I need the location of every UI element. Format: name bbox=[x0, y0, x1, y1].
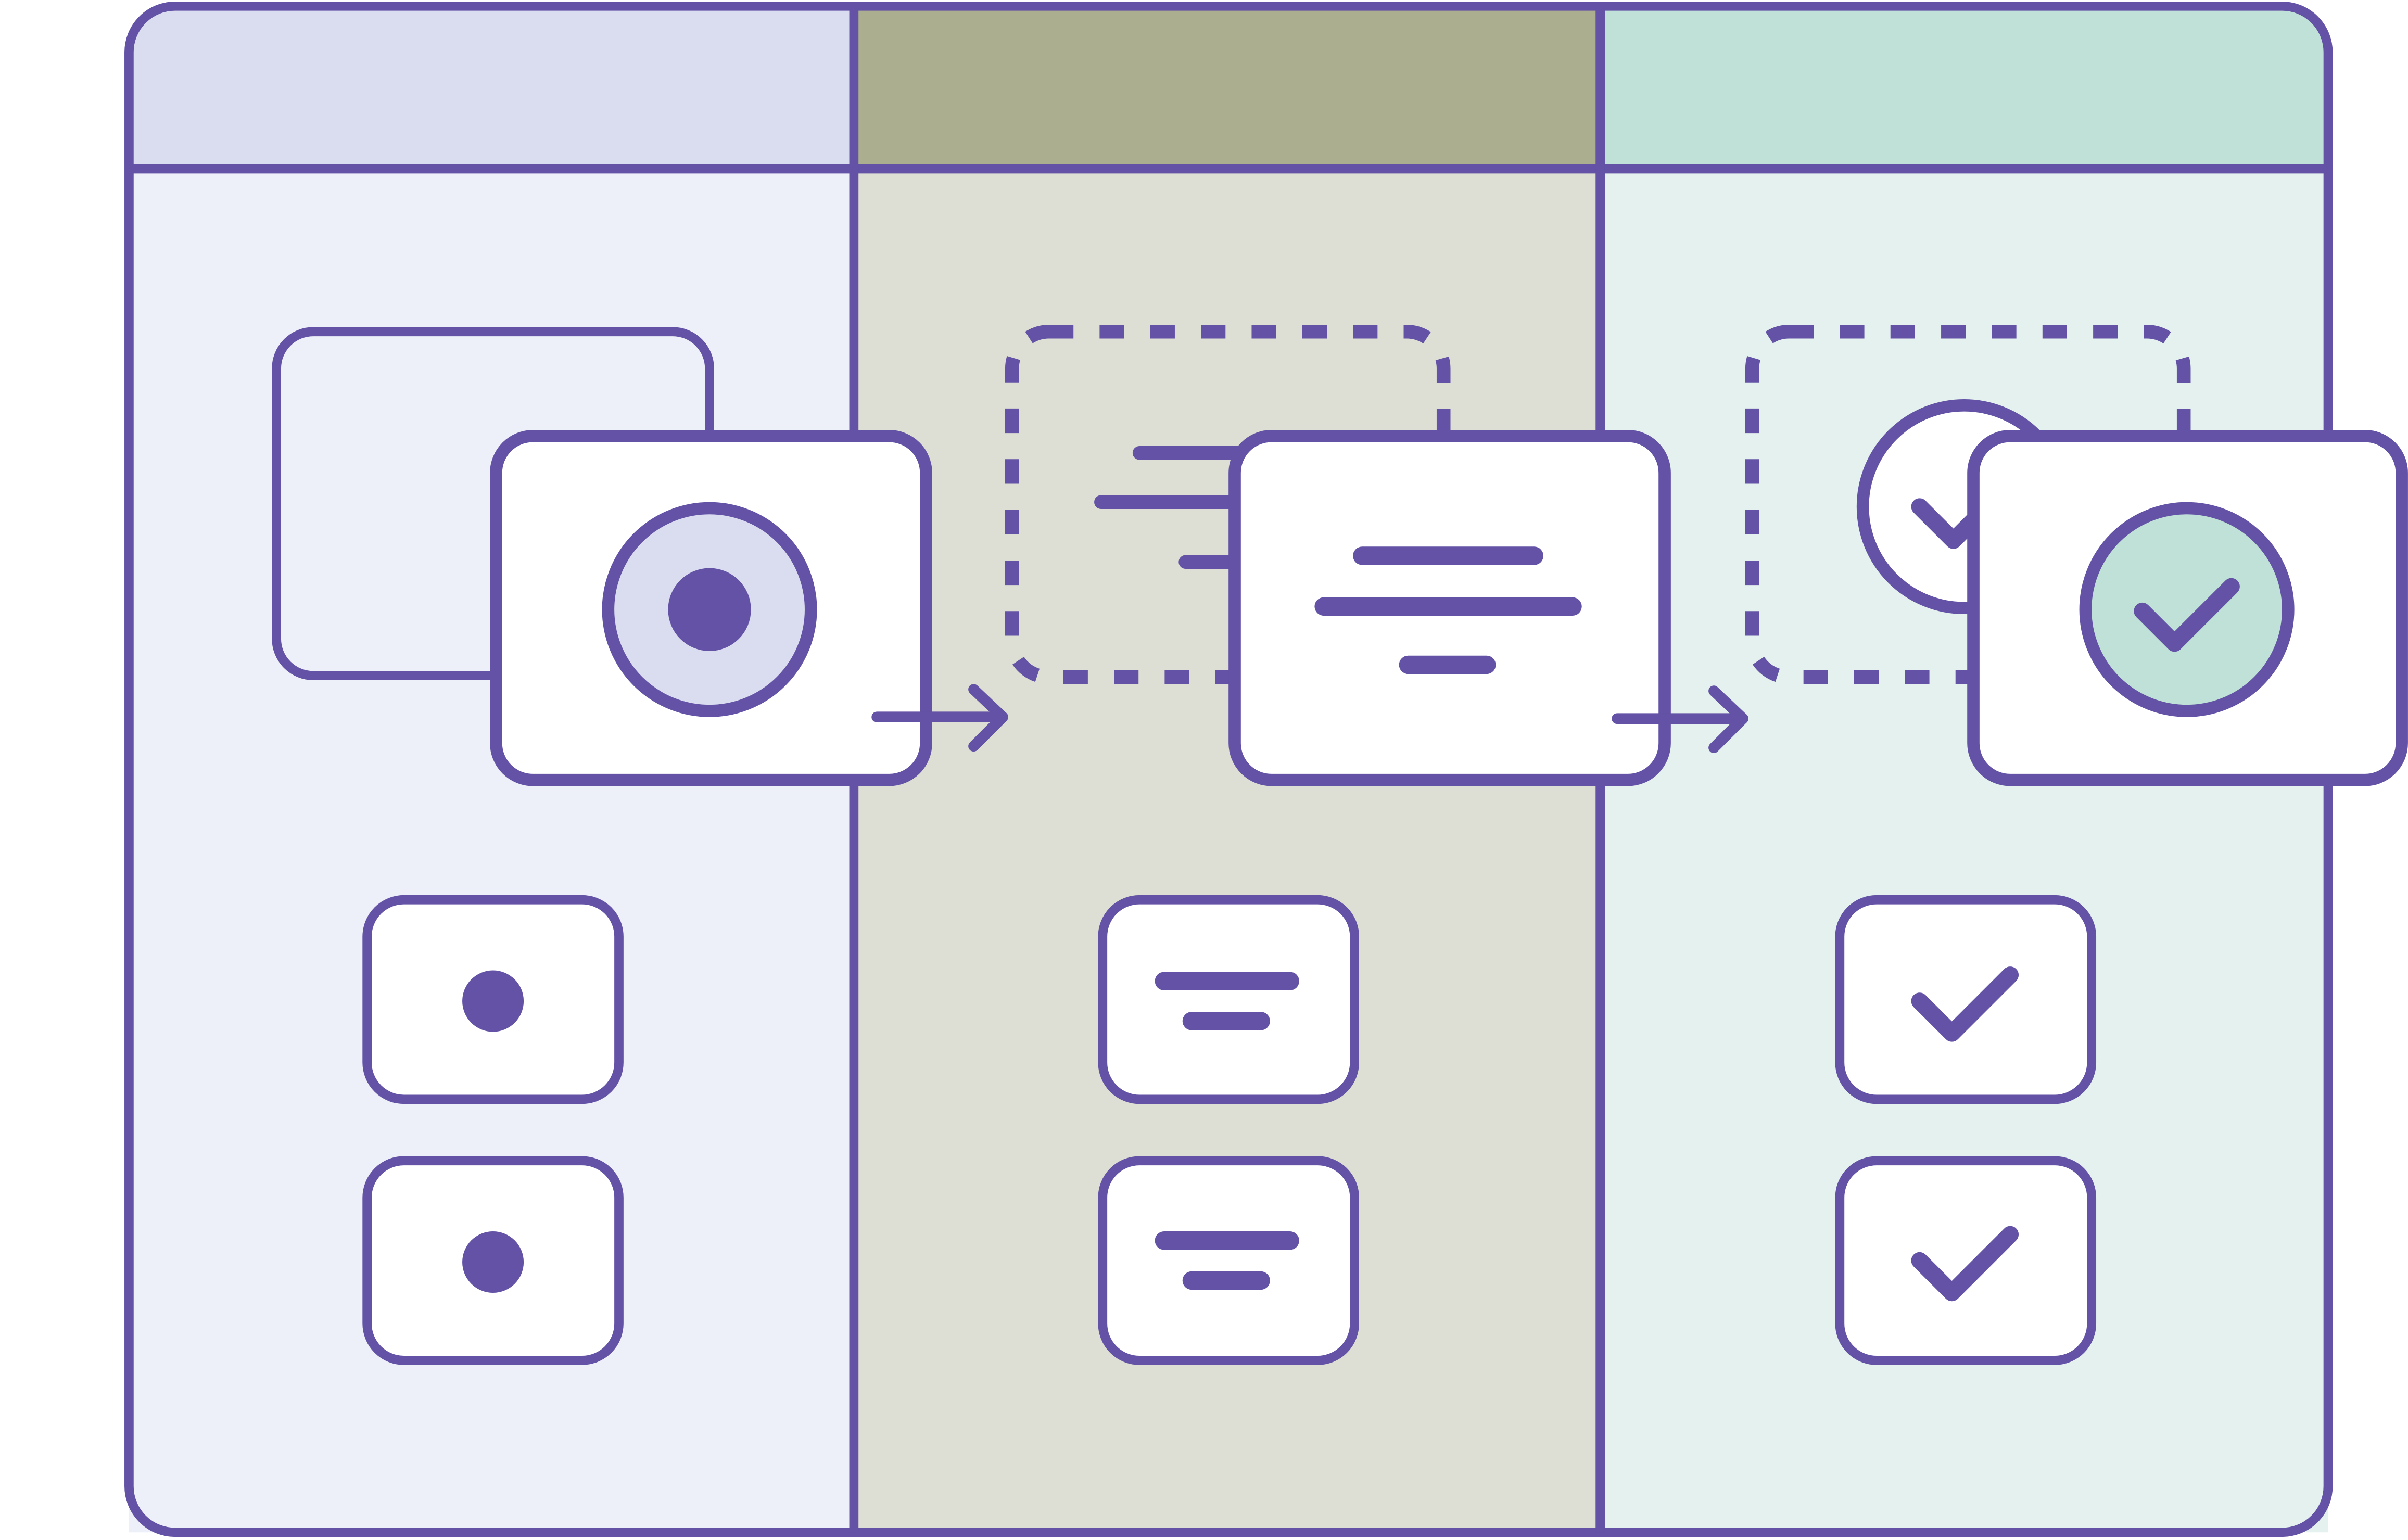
lines-icon bbox=[1314, 546, 1582, 674]
todo-column-header bbox=[129, 6, 854, 169]
done-card[interactable] bbox=[1835, 895, 2097, 1104]
check-circle-icon bbox=[2079, 502, 2295, 717]
target-icon bbox=[602, 502, 817, 717]
done-column bbox=[1600, 6, 2328, 1533]
lines-icon bbox=[1155, 972, 1299, 1030]
dot-icon bbox=[462, 970, 524, 1032]
done-column-header bbox=[1600, 6, 2328, 169]
arrow-progress-to-done bbox=[1612, 685, 1748, 754]
moving-card-in-progress[interactable] bbox=[1228, 430, 1671, 786]
done-card[interactable] bbox=[1835, 1156, 2097, 1365]
todo-card[interactable] bbox=[362, 895, 624, 1104]
in-progress-column-header bbox=[854, 6, 1601, 169]
moving-card-done[interactable] bbox=[1967, 430, 2408, 786]
lines-icon bbox=[1155, 1231, 1299, 1290]
arrow-todo-to-progress bbox=[871, 684, 1008, 752]
check-icon bbox=[1911, 1226, 2019, 1302]
moving-card-todo[interactable] bbox=[490, 430, 932, 786]
dot-icon bbox=[462, 1231, 524, 1293]
drop-zone-in-progress bbox=[1005, 324, 1451, 684]
check-icon bbox=[1911, 966, 2019, 1042]
in-progress-card[interactable] bbox=[1098, 1156, 1359, 1365]
in-progress-card[interactable] bbox=[1098, 895, 1359, 1104]
todo-card[interactable] bbox=[362, 1156, 624, 1365]
